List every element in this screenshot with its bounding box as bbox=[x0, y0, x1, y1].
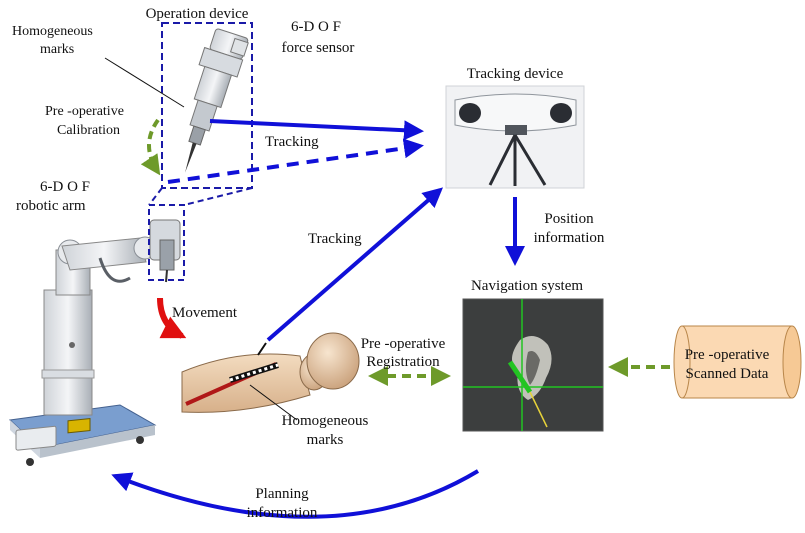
robotic-arm-line2: robotic arm bbox=[16, 198, 86, 214]
homogeneous-marks-bottom-line1: Homogeneous bbox=[282, 413, 369, 429]
robotic-arm-line1: 6-D O F bbox=[40, 179, 90, 195]
tracking-device-label: Tracking device bbox=[467, 66, 564, 82]
force-sensor-line1: 6-D O F bbox=[291, 19, 341, 35]
position-info-line2: information bbox=[534, 230, 605, 246]
tracking-label-top: Tracking bbox=[265, 134, 319, 150]
ct-scan-icon bbox=[462, 298, 604, 432]
operation-device-label: Operation device bbox=[146, 6, 249, 22]
tracking-device-icon bbox=[445, 85, 585, 189]
movement-label: Movement bbox=[172, 305, 238, 321]
calibration-arrow bbox=[140, 118, 161, 176]
zoom-line-right bbox=[183, 187, 253, 206]
patient-phantom-icon bbox=[181, 332, 360, 413]
marks-leader-top bbox=[104, 57, 185, 108]
movement-arrow bbox=[157, 297, 187, 339]
marks-leader-bottom bbox=[249, 384, 298, 421]
calibration-line1: Pre -operative bbox=[45, 104, 124, 119]
end-effector-icon bbox=[185, 28, 249, 173]
end-effector-box bbox=[148, 204, 185, 281]
registration-line1: Pre -operative bbox=[361, 336, 446, 352]
scanned-data-line1: Pre -operative bbox=[685, 347, 770, 363]
zoom-line-left bbox=[148, 187, 163, 206]
database-icon bbox=[673, 325, 802, 399]
planning-info-line1: Planning bbox=[255, 486, 309, 502]
tracking-arrow-top bbox=[209, 119, 424, 141]
homogeneous-marks-bottom-line2: marks bbox=[307, 432, 344, 448]
force-sensor-line2: force sensor bbox=[282, 40, 355, 56]
calibration-line2: Calibration bbox=[57, 123, 120, 138]
tracking-label-mid: Tracking bbox=[308, 231, 362, 247]
registration-line2: Registration bbox=[366, 354, 440, 370]
robotic-arm-icon bbox=[8, 219, 181, 466]
homogeneous-marks-top-line1: Homogeneous bbox=[12, 24, 93, 39]
tracking-arrow-phantom bbox=[266, 187, 444, 342]
position-info-line1: Position bbox=[544, 211, 594, 227]
operation-device-box bbox=[161, 22, 253, 189]
planning-info-line2: information bbox=[247, 505, 318, 521]
tracking-arrow-dashed bbox=[167, 138, 424, 184]
navigation-system-label: Navigation system bbox=[471, 278, 583, 294]
homogeneous-marks-top-line2: marks bbox=[40, 42, 74, 57]
scanned-data-line2: Scanned Data bbox=[686, 366, 769, 382]
planning-arrow bbox=[111, 469, 480, 519]
